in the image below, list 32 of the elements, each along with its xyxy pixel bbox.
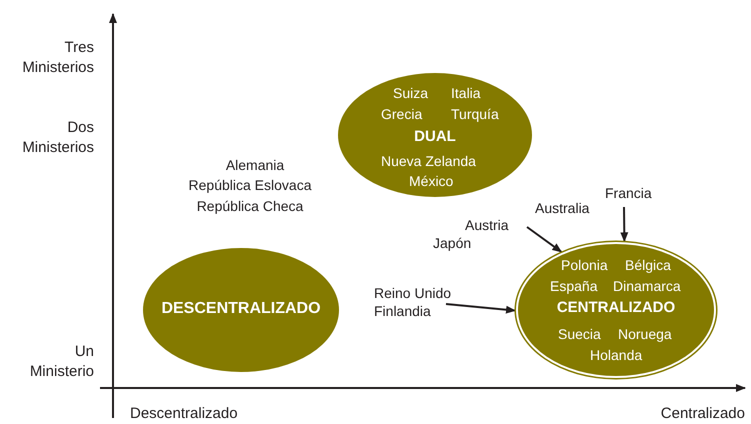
country-label: República Eslovaca xyxy=(188,177,312,193)
country-label: Dinamarca xyxy=(613,278,681,294)
arrow xyxy=(446,303,516,314)
country-label: Turquía xyxy=(451,106,499,122)
country-label: Reino Unido Finlandia xyxy=(374,284,452,320)
country-label: Alemania xyxy=(224,157,286,173)
country-label: Nueva Zelanda xyxy=(381,153,476,169)
country-label: Noruega xyxy=(618,326,672,342)
country-label: Austria xyxy=(465,217,509,233)
country-label: Australia xyxy=(535,200,590,216)
country-label: Italia xyxy=(451,85,481,101)
country-label: Polonia xyxy=(561,257,608,273)
axis-tick-label: Dos Ministerios xyxy=(21,118,94,158)
country-label: Suiza xyxy=(393,85,428,101)
country-label: Suecia xyxy=(558,326,601,342)
country-label: España xyxy=(550,278,598,294)
country-label: República Checa xyxy=(196,198,304,214)
country-label: Grecia xyxy=(381,106,422,122)
axis-tick-label: Tres Ministerios xyxy=(21,38,94,78)
arrow xyxy=(620,206,628,242)
arrow xyxy=(526,226,562,253)
category-label: CENTRALIZADO xyxy=(556,300,676,316)
country-label: Bélgica xyxy=(625,257,671,273)
country-label: Francia xyxy=(605,185,652,201)
country-label: Japón xyxy=(433,235,472,251)
country-label: México xyxy=(409,173,454,189)
category-label: DUAL xyxy=(413,129,457,145)
axis-label: Centralizado xyxy=(660,406,745,422)
category-label: DESCENTRALIZADO xyxy=(160,301,322,317)
axis-label: Descentralizado xyxy=(130,406,239,422)
country-label: Holanda xyxy=(590,347,642,363)
axis-tick-label: Un Ministerio xyxy=(28,342,94,382)
